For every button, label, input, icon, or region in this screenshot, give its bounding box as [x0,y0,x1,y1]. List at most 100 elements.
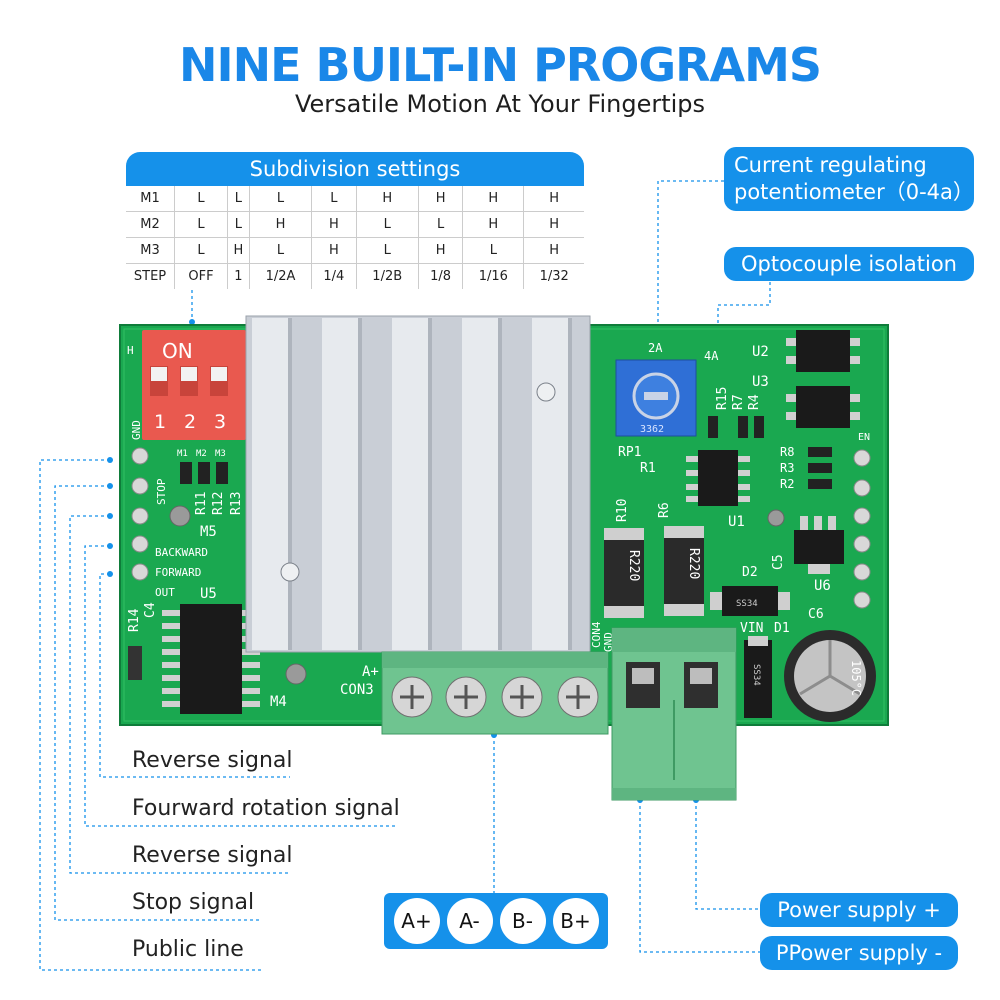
label-con3: CON3 [340,682,374,698]
label-r4: R4 [747,394,762,410]
subdivision-row-label: M1 [126,186,175,212]
label-4a: 4A [704,349,719,363]
u1-chip [686,450,750,506]
subdivision-cell: L [356,237,419,264]
board-backward-label: BACKWARD [155,546,208,559]
subdivision-cell: H [227,237,250,264]
label-u1: U1 [728,514,745,530]
shunt-resistors: R220 R220 [604,526,704,618]
right-pin-pads [853,449,871,609]
subdivision-cell: 1/16 [462,263,525,289]
label-m1: M1 [177,449,188,459]
d2-diode: SS34 [710,586,790,616]
label-r10: R10 [615,499,630,522]
subdivision-cell: L [356,211,419,238]
optocoupler-callout: Optocouple isolation [724,247,974,281]
signal-label-public: Public line [132,937,244,962]
label-c6: C6 [808,607,824,622]
subdivision-cell: 1/8 [418,263,464,289]
label-vin: VIN [740,621,763,636]
board-out-label: OUT [155,586,175,599]
subdivision-cell: H [462,211,525,238]
shunt-1-marking: R220 [626,550,641,581]
subdivision-cell: H [462,186,525,212]
label-c4: C4 [143,602,158,618]
label-r3: R3 [780,461,794,475]
subdivision-cell: H [356,186,419,212]
label-r7: R7 [731,394,746,410]
board-forward-label: FORWARD [155,566,201,579]
label-r6: R6 [657,502,672,518]
label-en: EN [858,432,870,443]
label-m3: M3 [215,449,226,459]
motor-terminal-block [381,651,609,735]
label-r1: R1 [640,461,656,476]
subdivision-cell: 1/32 [539,269,569,284]
board-h-label: H [127,344,134,357]
power-minus-callout: PPower supply - [760,936,958,970]
optocouplers [786,330,860,428]
pot-marking: 3362 [640,424,664,435]
label-r8: R8 [780,445,794,459]
label-2a: 2A [648,341,663,355]
subdivision-cell: H [311,237,357,264]
board-stop-label: STOP [155,478,168,505]
label-c5: C5 [771,554,786,570]
label-r2: R2 [780,477,794,491]
label-con4: CON4 [590,621,603,648]
label-r11: R11 [194,492,209,515]
signal-label-reverse-2: Reverse signal [132,843,293,868]
subdivision-cell: H [311,211,357,238]
label-d1: D1 [774,621,790,636]
electrolytic-capacitor: 105°C [784,630,876,722]
subdivision-cell: L [227,211,250,238]
subdivision-cell: 1 [227,263,250,289]
d1-diode: SS34 [744,636,772,718]
subdivision-cell: H [418,237,464,264]
m-resistors: M1 M2 M3 [177,449,228,484]
potentiometer-callout-line1: Current regulating [734,153,927,177]
label-r15: R15 [715,387,730,410]
subdivision-cell: 1/2B [356,263,419,289]
subdivision-cell: H [249,211,313,238]
subdivision-cell: OFF [174,263,228,289]
label-u2: U2 [752,344,769,360]
subdivision-cell: L [227,186,250,212]
subdivision-cell: H [418,186,464,212]
label-m4: M4 [270,694,287,710]
signal-label-forward: Fourward rotation signal [132,796,400,821]
subdivision-row-label: M3 [126,237,175,264]
subdivision-cell: L [311,186,357,212]
heatsink [245,315,591,653]
label-u3: U3 [752,374,769,390]
dip-num-3: 3 [214,411,226,433]
subdivision-cell: L [249,186,313,212]
subdivision-cell: L [418,211,464,238]
label-m2: M2 [196,449,207,459]
potentiometer-callout-line2: potentiometer（0-4a） [734,180,974,204]
page-title: NINE BUILT-IN PROGRAMS [178,38,822,92]
label-a-plus: A+ [362,664,379,680]
subdivision-cell: 1/2A [249,263,313,289]
motor-terminal-legend: A+ A- B- B+ [384,893,608,949]
terminal-a-minus: A- [446,898,493,944]
subdivision-cell: L [174,186,228,212]
subdivision-cell: H [523,186,584,212]
subdivision-cell: L [174,237,228,264]
board-gnd-label: GND [130,420,143,440]
terminal-b-minus: B- [499,898,546,944]
subdivision-cell: H [523,211,584,238]
subdivision-cell: L [462,237,525,264]
terminal-b-plus: B+ [552,898,599,944]
dip-num-2: 2 [184,411,196,433]
u6-regulator [794,516,844,574]
subdivision-header: Subdivision settings [126,152,584,186]
dip-num-1: 1 [154,411,166,433]
signal-label-reverse-1: Reverse signal [132,748,293,773]
